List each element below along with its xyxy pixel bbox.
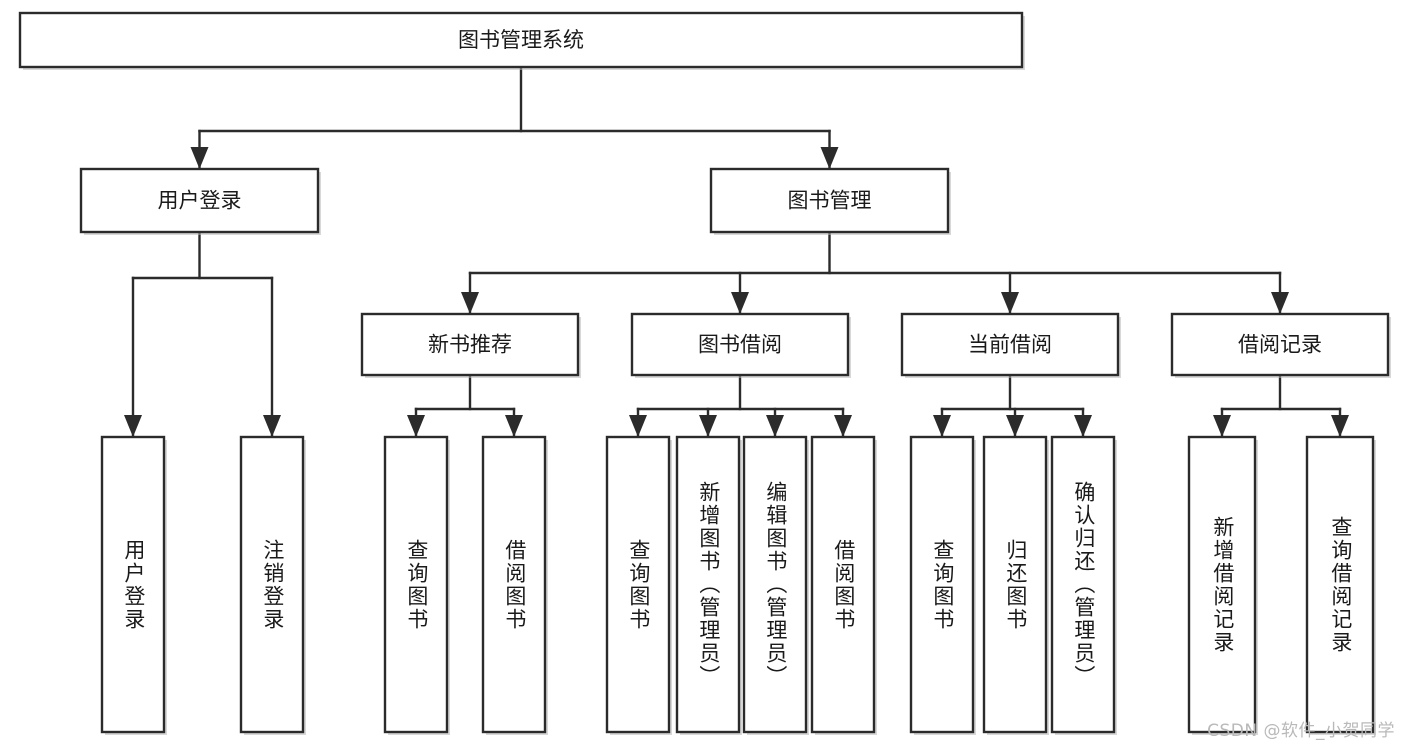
edge-arrowhead (933, 415, 951, 437)
node-label: 归还图书 (1003, 538, 1028, 631)
watermark-text: CSDN @软件_小贺同学 (1207, 721, 1395, 741)
edge-arrowhead (731, 292, 749, 314)
node-box[interactable] (1170, 312, 1390, 377)
node-box[interactable] (1187, 435, 1257, 734)
node-label: 新增图书（管理员） (696, 481, 721, 688)
node-leaf-cur-2[interactable] (982, 435, 1049, 735)
node-current[interactable]: 当前借阅 (900, 312, 1121, 378)
node-leaf-new-1[interactable] (383, 435, 450, 735)
node-label: 借阅图书 (831, 538, 856, 631)
edge-group-records (1213, 373, 1349, 439)
edge-arrowhead (820, 147, 839, 169)
edge-group-borrow (629, 373, 852, 439)
edge-arrowhead (407, 415, 425, 437)
node-leaf-cur-3[interactable] (1050, 435, 1117, 735)
edge-group-current (933, 373, 1092, 439)
node-label: 查询图书 (930, 538, 955, 631)
node-label: 当前借阅 (968, 333, 1052, 357)
node-leaf-new-2[interactable] (481, 435, 548, 735)
edge-arrowhead (1271, 292, 1289, 314)
node-login[interactable]: 用户登录 (79, 167, 321, 235)
edge-arrowhead (1006, 415, 1024, 437)
node-label: 用户登录 (121, 538, 146, 631)
node-leaf-cur-1[interactable] (909, 435, 976, 735)
node-box[interactable] (239, 435, 305, 734)
node-label: 图书借阅 (698, 333, 782, 357)
edge-arrowhead (1074, 415, 1092, 437)
node-box[interactable] (481, 435, 547, 734)
node-label: 查询图书 (626, 538, 651, 631)
node-box[interactable] (1050, 435, 1116, 734)
node-box[interactable] (18, 11, 1024, 69)
node-box[interactable] (79, 167, 320, 234)
node-label: 借阅记录 (1238, 333, 1322, 357)
node-box[interactable] (742, 435, 808, 734)
edge-group-root (190, 65, 839, 171)
node-label: 图书管理系统 (458, 28, 584, 52)
edge-arrowhead (1213, 415, 1231, 437)
node-bookmgmt[interactable]: 图书管理 (709, 167, 951, 235)
node-label: 编辑图书（管理员） (763, 481, 788, 688)
node-leaf-rec-1[interactable] (1187, 435, 1258, 735)
node-label: 借阅图书 (502, 538, 527, 631)
node-box[interactable] (900, 312, 1120, 377)
edge-arrowhead (1001, 292, 1019, 314)
edge-arrowhead (124, 415, 142, 437)
node-label: 确认归还（管理员） (1071, 481, 1096, 688)
edge-arrowhead (629, 415, 647, 437)
edge-arrowhead (1331, 415, 1349, 437)
edge-arrowhead (699, 415, 717, 437)
node-label: 注销登录 (260, 538, 285, 631)
node-box[interactable] (100, 435, 166, 734)
node-borrow[interactable]: 图书借阅 (630, 312, 851, 378)
node-box[interactable] (1305, 435, 1375, 734)
node-leaf-bor-4[interactable] (810, 435, 877, 735)
node-box[interactable] (709, 167, 950, 234)
node-label: 查询图书 (404, 538, 429, 631)
edge-arrowhead (190, 147, 209, 169)
node-box[interactable] (909, 435, 975, 734)
edge-arrowhead (263, 415, 281, 437)
node-box[interactable] (982, 435, 1048, 734)
node-label: 图书管理 (788, 189, 872, 213)
edge-arrowhead (766, 415, 784, 437)
edge-arrowhead (834, 415, 852, 437)
node-root[interactable]: 图书管理系统 (18, 11, 1025, 70)
node-leaf-login-2[interactable] (239, 435, 306, 735)
node-box[interactable] (630, 312, 850, 377)
edge-group-bookmgmt (461, 230, 1289, 316)
edge-group-newbook (407, 373, 523, 439)
node-box[interactable] (383, 435, 449, 734)
edges-layer (124, 65, 1349, 439)
edge-arrowhead (461, 292, 479, 314)
node-leaf-rec-2[interactable] (1305, 435, 1376, 735)
node-leaf-bor-1[interactable] (605, 435, 672, 735)
node-records[interactable]: 借阅记录 (1170, 312, 1391, 378)
edge-group-login (124, 230, 281, 439)
node-label: 用户登录 (158, 189, 242, 213)
edge-arrowhead (505, 415, 523, 437)
node-label: 新增借阅记录 (1210, 515, 1235, 654)
node-box[interactable] (360, 312, 580, 377)
node-newbook[interactable]: 新书推荐 (360, 312, 581, 378)
node-box[interactable] (810, 435, 876, 734)
node-label: 查询借阅记录 (1328, 515, 1353, 654)
node-box[interactable] (675, 435, 741, 734)
node-leaf-login-1[interactable] (100, 435, 167, 735)
node-label: 新书推荐 (428, 333, 512, 357)
node-leaf-bor-2[interactable] (675, 435, 742, 735)
node-box[interactable] (605, 435, 671, 734)
node-leaf-bor-3[interactable] (742, 435, 809, 735)
